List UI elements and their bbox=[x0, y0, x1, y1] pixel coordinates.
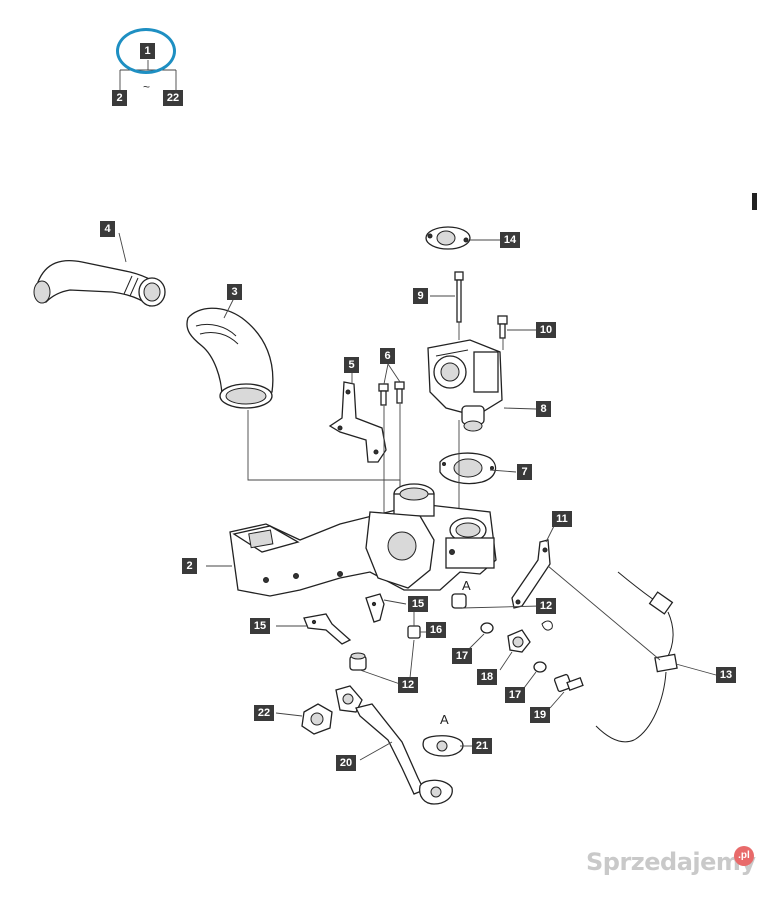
callout-12-left: 12 bbox=[398, 677, 418, 693]
range-start-tag: 2 bbox=[112, 90, 127, 106]
watermark-badge: .pl bbox=[734, 846, 754, 866]
callout-6: 6 bbox=[380, 348, 395, 364]
callout-22: 22 bbox=[254, 705, 274, 721]
callout-2: 2 bbox=[182, 558, 197, 574]
short-bolt-part bbox=[497, 315, 508, 339]
gasket-a-part bbox=[422, 735, 464, 757]
callout-11: 11 bbox=[552, 511, 572, 527]
bolt-pair-part bbox=[378, 381, 405, 406]
callout-16: 16 bbox=[426, 622, 446, 638]
washer-upper-part bbox=[480, 622, 494, 634]
bushing-left-part bbox=[349, 652, 367, 671]
egr-valve-part bbox=[427, 339, 503, 432]
bracket-left-part bbox=[303, 613, 352, 645]
reference-letter-a-upper: A bbox=[462, 578, 471, 593]
callout-7: 7 bbox=[517, 464, 532, 480]
assembly-tag: 1 bbox=[140, 43, 155, 59]
callout-10: 10 bbox=[536, 322, 556, 338]
callout-17-lower: 17 bbox=[505, 687, 525, 703]
watermark-logo: Sprzedajemy bbox=[586, 848, 756, 876]
callout-15-center: 15 bbox=[408, 596, 428, 612]
callout-8: 8 bbox=[536, 401, 551, 417]
callout-15-left: 15 bbox=[250, 618, 270, 634]
sensor-cable-part bbox=[547, 565, 717, 743]
gasket-b-part bbox=[301, 703, 333, 735]
top-cap-part bbox=[425, 226, 471, 250]
range-separator: ~ bbox=[143, 80, 151, 94]
callout-17-upper: 17 bbox=[452, 648, 472, 664]
callout-20: 20 bbox=[336, 755, 356, 771]
bracket-center-part bbox=[365, 593, 385, 623]
bracket-part bbox=[328, 381, 387, 463]
page-edge-mark bbox=[752, 193, 757, 210]
callout-18: 18 bbox=[477, 669, 497, 685]
callout-4: 4 bbox=[100, 221, 115, 237]
callout-21: 21 bbox=[472, 738, 492, 754]
bushing-right-part bbox=[451, 593, 541, 609]
callout-9: 9 bbox=[413, 288, 428, 304]
washer-lower-part bbox=[533, 661, 547, 673]
pipe-part bbox=[335, 685, 453, 805]
hose-elbow-part bbox=[186, 307, 274, 409]
callout-3: 3 bbox=[227, 284, 242, 300]
callout-14: 14 bbox=[500, 232, 520, 248]
reference-letter-a-lower: A bbox=[440, 712, 449, 727]
watermark-text: Sprzedajemy bbox=[586, 848, 756, 876]
selection-highlight-circle bbox=[116, 28, 176, 74]
long-bolt-part bbox=[454, 271, 464, 323]
intake-manifold-part bbox=[229, 483, 497, 597]
leader-lines bbox=[118, 232, 565, 761]
banjo-bolt-part bbox=[553, 673, 584, 693]
callout-12-right: 12 bbox=[536, 598, 556, 614]
callout-19: 19 bbox=[530, 707, 550, 723]
banjo-part bbox=[507, 629, 531, 653]
callout-5: 5 bbox=[344, 357, 359, 373]
range-end-tag: 22 bbox=[163, 90, 183, 106]
round-gasket-part bbox=[439, 452, 497, 485]
callout-13: 13 bbox=[716, 667, 736, 683]
hose-long-part bbox=[33, 259, 166, 307]
